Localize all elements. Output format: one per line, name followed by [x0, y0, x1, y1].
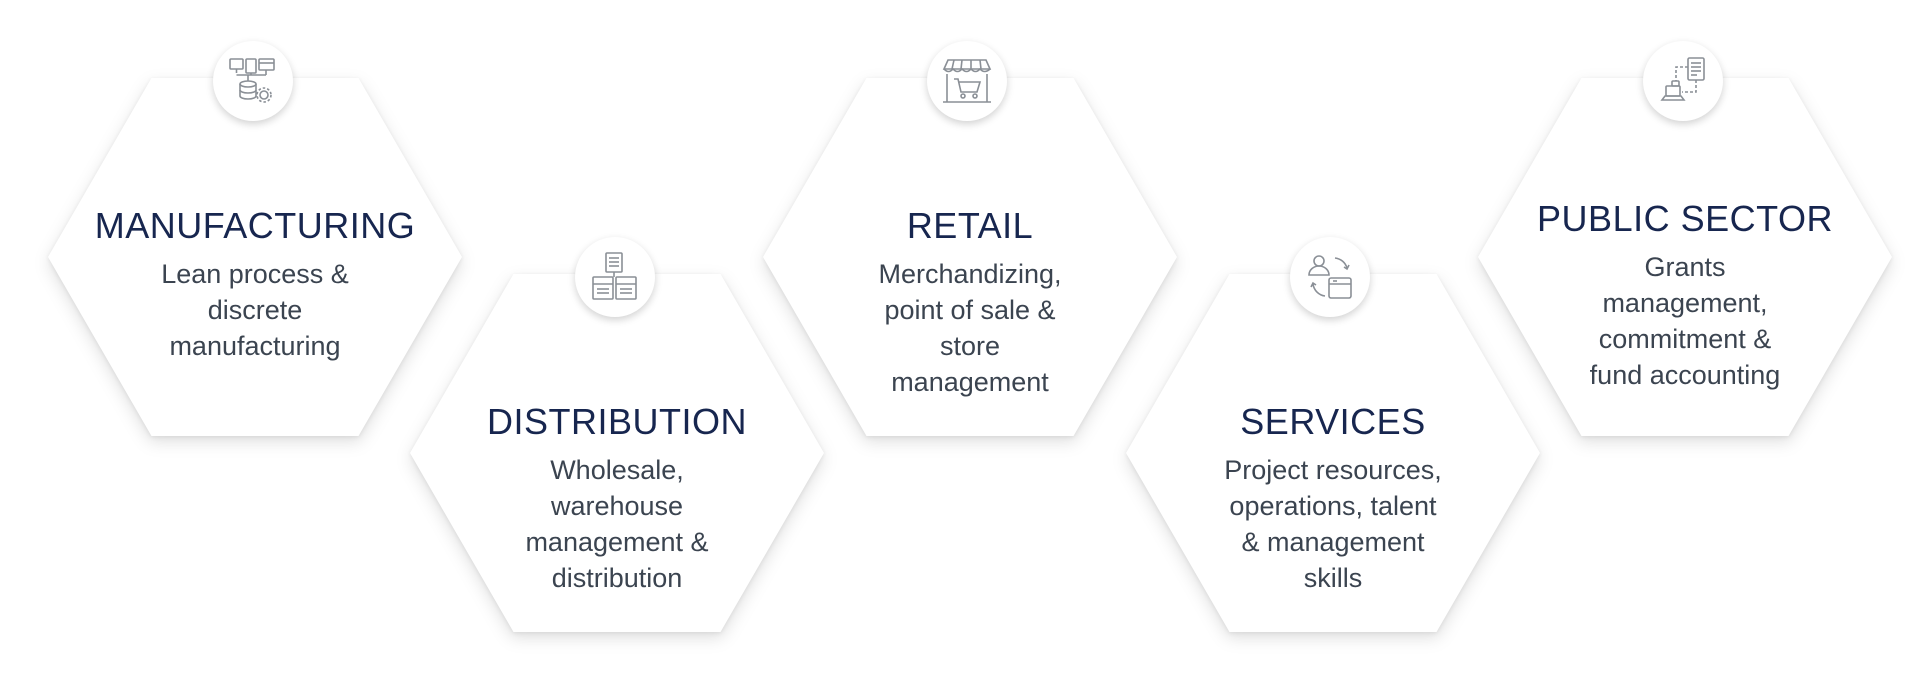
node-description-distribution: Wholesale, warehouse management & distri…: [525, 454, 709, 593]
node-description-public-sector: Grants management, commitment & fund acc…: [1589, 251, 1781, 390]
hexagon-content: DISTRIBUTION Wholesale, warehouse manage…: [410, 402, 824, 596]
computers-database-gear-icon: [213, 41, 293, 121]
hexagon-content: PUBLIC SECTOR Grants management, commitm…: [1478, 199, 1892, 393]
node-title-public-sector: PUBLIC SECTOR: [1537, 198, 1833, 239]
hexagon-content: MANUFACTURING Lean process & discrete ma…: [48, 206, 462, 364]
tablet-laptop-connection-icon: [1643, 41, 1723, 121]
hexagon-retail: RETAIL Merchandizing, point of sale & st…: [763, 78, 1177, 436]
person-sync-calendar-icon: [1290, 237, 1370, 317]
node-description-retail: Merchandizing, point of sale & store man…: [878, 258, 1062, 397]
storefront-cart-icon: [927, 41, 1007, 121]
hexagon-distribution: DISTRIBUTION Wholesale, warehouse manage…: [410, 274, 824, 632]
node-title-manufacturing: MANUFACTURING: [94, 205, 416, 246]
node-title-retail: RETAIL: [906, 205, 1034, 246]
node-description-services: Project resources, operations, talent & …: [1224, 454, 1442, 593]
hexagon-content: RETAIL Merchandizing, point of sale & st…: [763, 206, 1177, 400]
hexagon-services: SERVICES Project resources, operations, …: [1126, 274, 1540, 632]
hexagon-content: SERVICES Project resources, operations, …: [1126, 402, 1540, 596]
node-description-manufacturing: Lean process & discrete manufacturing: [161, 258, 349, 361]
hexagon-manufacturing: MANUFACTURING Lean process & discrete ma…: [48, 78, 462, 436]
hexagon-public-sector: PUBLIC SECTOR Grants management, commitm…: [1478, 78, 1892, 436]
document-boxes-icon: [575, 237, 655, 317]
node-title-services: SERVICES: [1240, 401, 1426, 442]
node-title-distribution: DISTRIBUTION: [486, 401, 747, 442]
